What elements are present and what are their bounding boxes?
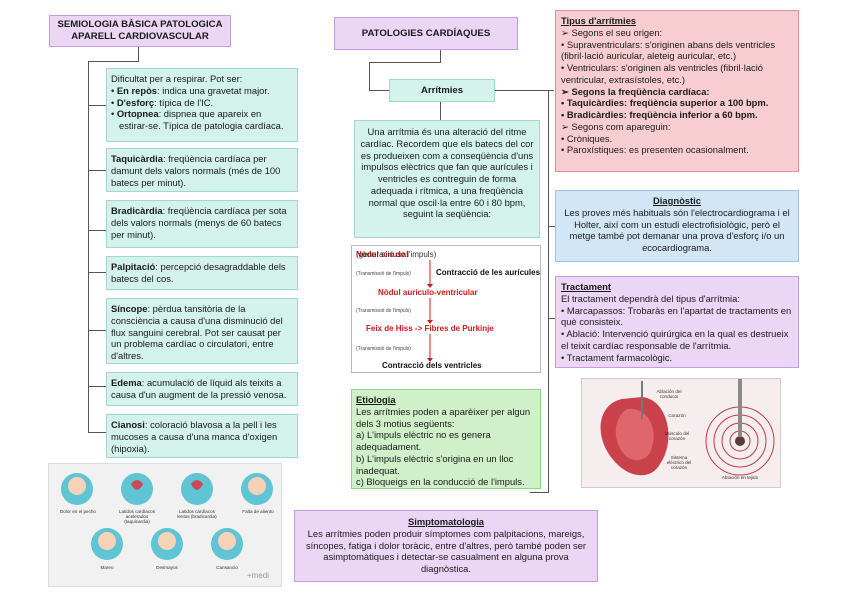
connector (88, 330, 106, 331)
treatment-title: Tractament (561, 281, 793, 293)
sequence-arrows-icon (352, 246, 542, 374)
illustration-label: Cansancio (207, 565, 247, 570)
illustration-label: Latidos cardíacos acelerados (taquicardi… (113, 509, 161, 524)
connector (495, 90, 554, 91)
connector (369, 90, 389, 91)
diagnosis-title: Diagnòstic (561, 195, 793, 207)
types-item: Paroxístiques: es presenten ocasionalmen… (561, 144, 793, 156)
etiology: Etiologia Les arrítmies poden a aparèixe… (351, 389, 541, 489)
symptom-dyspnea: Dificultat per a respirar. Pot ser: En r… (106, 68, 298, 142)
symptom-bradycardia: Bradicàrdia: freqüència cardíaca per sot… (106, 200, 298, 248)
arrhythmias-node: Arrítmies (389, 79, 495, 102)
types-origin-head: Segons el seu origen: (561, 27, 793, 39)
connector (548, 90, 549, 492)
treatment: Tractament El tractament dependrà del ti… (555, 276, 799, 368)
symptom-edema: Edema: acumulació de líquid als teixits … (106, 372, 298, 406)
connector (138, 47, 139, 61)
symptoms-illustration: Dolor en el pecho Latidos cardíacos acel… (48, 463, 282, 587)
connector (88, 432, 106, 433)
types-appear-head: Segons com apareguin: (561, 121, 793, 133)
ablation-illustration: Ablación del conducto Corazón Músculo de… (581, 378, 781, 488)
connector (369, 62, 441, 63)
types-freq-head: Segons la freqüència cardíaca: (561, 86, 793, 98)
treatment-item: Ablació: Intervenció quirúrgica en la qu… (561, 328, 793, 352)
types-item: Ventriculars: s'originen als ventricles … (561, 62, 793, 86)
etiology-item: b) L'impuls elèctric s'origina en un llo… (356, 453, 536, 477)
types-item: Cròniques. (561, 133, 793, 145)
etiology-item: a) L'impuls elèctric no es genera adequa… (356, 429, 536, 453)
connector (440, 102, 441, 120)
diagnosis-text: Les proves més habituals són l'electroca… (561, 207, 793, 254)
connector (530, 492, 549, 493)
connector (88, 386, 106, 387)
connector (369, 62, 370, 90)
heart-label: Músculo del corazón (664, 431, 690, 441)
types-item: Bradicàrdies: freqüència inferior a 60 b… (561, 109, 793, 121)
symptom-tachycardia: Taquicàrdia: freqüència cardíaca per dam… (106, 148, 298, 192)
brand-logo: +medi (247, 572, 269, 581)
main-title: PATOLOGIES CARDÍAQUES (334, 17, 518, 50)
connector (88, 272, 106, 273)
types-title: Tipus d'arrítmies (561, 15, 793, 27)
illustration-label: Desmayos (147, 565, 187, 570)
symptom-item: En repòs: indica una gravetat major. (111, 85, 293, 97)
treatment-intro: El tractament dependrà del tipus d'arrít… (561, 293, 793, 305)
illustration-label: Falta de aliento (237, 509, 279, 514)
symptom-palpitation: Palpitació: percepció desagraddable dels… (106, 256, 298, 290)
symptomatology-text: Les arrítmies poden produir símptomes co… (301, 528, 591, 575)
symptom-item: Ortopnea: dispnea que apareix en estirar… (111, 108, 293, 132)
illustration-label: Mareo (87, 565, 127, 570)
symptom-syncope: Síncope: pèrdua tansitòria de la consciè… (106, 298, 298, 364)
arrhythmia-types: Tipus d'arrítmies Segons el seu origen: … (555, 10, 799, 172)
heart-label: Sistema eléctrico del corazón (664, 455, 694, 470)
symptom-intro: Dificultat per a respirar. Pot ser: (111, 73, 293, 85)
arrhythmia-definition: Una arrítmia és una alteració del ritme … (354, 120, 540, 238)
heart-label: Ablación en tejido (710, 475, 770, 480)
types-item: Taquicàrdies: freqüència superior a 100 … (561, 97, 793, 109)
connector (88, 230, 106, 231)
illustration-label: Dolor en el pecho (57, 509, 99, 514)
symptomatology-title: Simptomatologia (301, 516, 591, 528)
symptom-cyanosis: Cianosi: coloració blavosa a la pell i l… (106, 414, 298, 458)
etiology-title: Etiologia (356, 394, 536, 406)
heart-label: Ablación del conducto (652, 389, 686, 399)
treatment-item: Marcapassos: Trobaràs en l'apartat de tr… (561, 305, 793, 329)
illustration-label: Latidos cardíacos lentos (bradicardia) (173, 509, 221, 519)
connector (88, 170, 106, 171)
treatment-item: Tractament farmacològic. (561, 352, 793, 364)
diagnosis: Diagnòstic Les proves més habituals són … (555, 190, 799, 262)
connector (88, 105, 106, 106)
etiology-text: Les arrítmies poden a aparèixer per algu… (356, 406, 536, 430)
symptomatology: Simptomatologia Les arrítmies poden prod… (294, 510, 598, 582)
connector (88, 61, 89, 433)
heart-label: Corazón (664, 413, 690, 418)
connector (88, 61, 139, 62)
left-title: SEMIOLOGIA BÀSICA PATOLOGICA APARELL CAR… (49, 15, 231, 47)
connector (440, 50, 441, 62)
etiology-item: c) Bloqueigs en la conducció de l'impuls… (356, 476, 536, 488)
conduction-sequence: Nòdul sinusal (generació de l'impuls) (T… (351, 245, 541, 373)
symptom-item: D'esforç: típica de l'IC. (111, 97, 293, 109)
types-item: Supraventriculars: s'originen abans dels… (561, 39, 793, 63)
